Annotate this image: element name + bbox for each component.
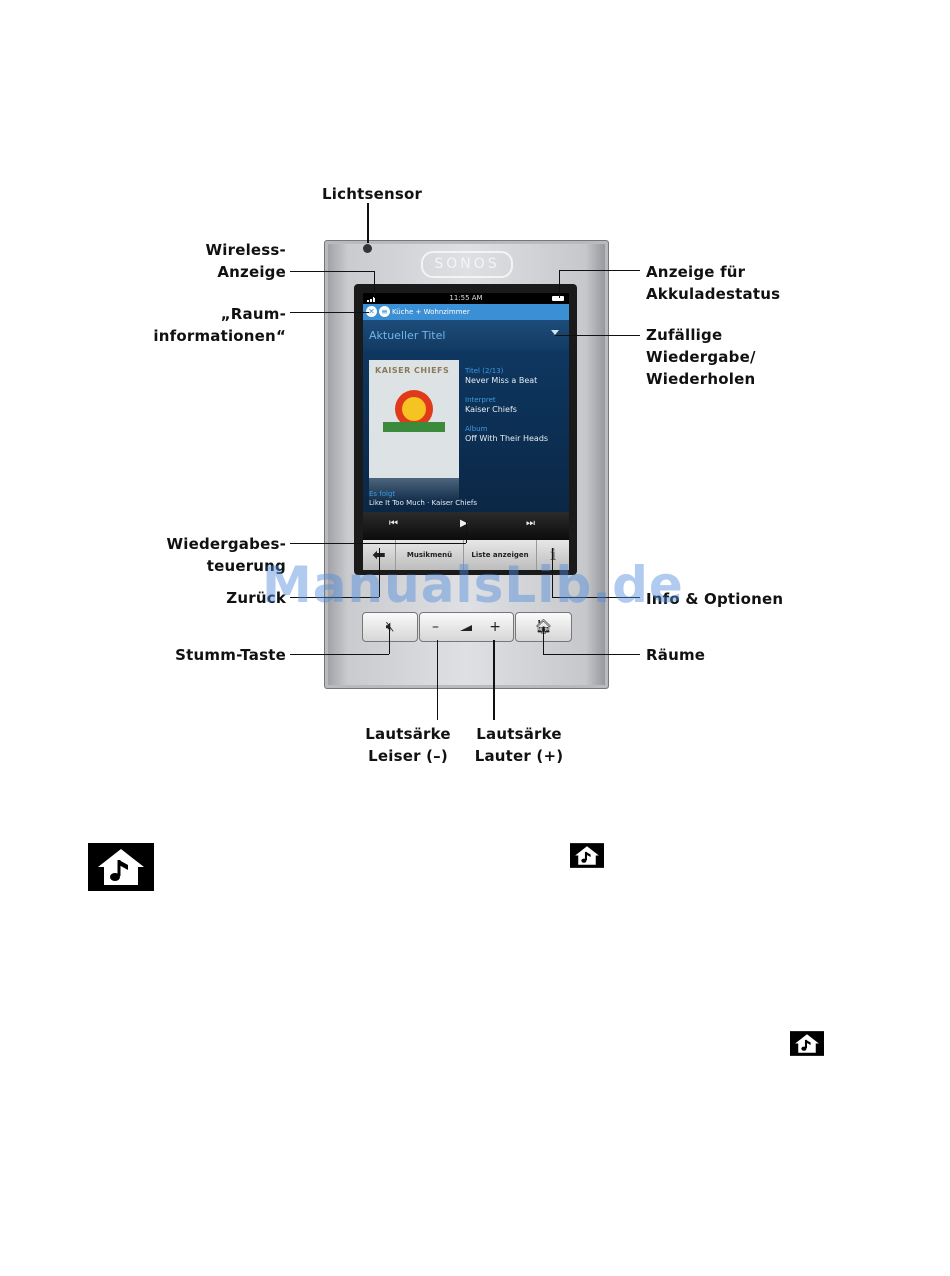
label-wiedergabe: Wiedergabes- teuerung bbox=[160, 533, 286, 577]
room-bar[interactable]: ✕ ≡ Küche + Wohnzimmer bbox=[363, 304, 569, 320]
album-art: KAISER CHIEFS bbox=[369, 360, 459, 478]
line-akku-h bbox=[560, 270, 640, 271]
label-wiedergabe-line1: Wiedergabes- bbox=[166, 535, 286, 553]
line-raeume-v bbox=[543, 628, 544, 654]
label-wireless-line2: Anzeige bbox=[217, 263, 286, 281]
line-wireless-h bbox=[290, 271, 374, 272]
room-icon-1: ✕ bbox=[366, 306, 377, 317]
track-label: Titel (2/13) bbox=[465, 367, 504, 375]
volume-plus[interactable]: + bbox=[489, 619, 501, 635]
label-leiser: Lautsärke Leiser (–) bbox=[358, 723, 458, 767]
line-wiedergabe-h bbox=[290, 543, 466, 544]
label-zufall-line2: Wiedergabe/ bbox=[646, 348, 756, 366]
prev-icon[interactable]: ⏮ bbox=[389, 518, 398, 529]
light-sensor bbox=[363, 244, 372, 253]
label-leiser-line1: Lautsärke bbox=[365, 725, 451, 743]
label-raum-line2: informationen“ bbox=[153, 327, 286, 345]
now-playing-content: KAISER CHIEFS Titel (2/13) Never Miss a … bbox=[363, 350, 569, 512]
album-art-emblem-inner bbox=[402, 397, 426, 421]
now-playing-title: Aktueller Titel bbox=[369, 329, 446, 342]
dropdown-icon[interactable] bbox=[551, 330, 559, 335]
battery-icon bbox=[552, 296, 564, 301]
album-label: Album bbox=[465, 425, 488, 433]
screen: 11:55 AM ✕ ≡ Küche + Wohnzimmer Aktuelle… bbox=[363, 293, 569, 570]
line-lichtsensor bbox=[367, 203, 369, 243]
nav-list-button[interactable]: Liste anzeigen bbox=[464, 540, 537, 570]
label-zufall: Zufällige Wiedergabe/ Wiederholen bbox=[646, 324, 756, 390]
artist-label: Interpret bbox=[465, 396, 496, 404]
artist-value: Kaiser Chiefs bbox=[465, 405, 517, 414]
volume-icon bbox=[460, 625, 472, 631]
line-stumm-v bbox=[389, 628, 390, 654]
line-zurueck-v bbox=[379, 548, 380, 597]
label-zurueck: Zurück bbox=[226, 589, 286, 607]
line-akku-v bbox=[559, 270, 560, 298]
watermark: ManualsLib.de bbox=[262, 556, 684, 614]
label-info: Info & Optionen bbox=[646, 590, 784, 608]
line-info-v bbox=[552, 548, 553, 597]
mute-icon: 🔇︎ bbox=[385, 619, 395, 635]
line-raeume-h bbox=[543, 654, 640, 655]
label-lauter-line2: Lauter (+) bbox=[474, 747, 564, 765]
play-icon[interactable]: ▶ bbox=[460, 518, 468, 529]
sonos-logo: SONOS bbox=[421, 251, 513, 278]
label-lauter-line1: Lautsärke bbox=[476, 725, 562, 743]
album-art-banner bbox=[383, 422, 445, 432]
wireless-signal-icon bbox=[367, 296, 377, 302]
label-wireless-line1: Wireless- bbox=[205, 241, 286, 259]
status-time: 11:55 AM bbox=[449, 294, 483, 302]
label-zufall-line1: Zufällige bbox=[646, 326, 723, 344]
label-raum-line1: „Raum- bbox=[220, 305, 286, 323]
label-stumm: Stumm-Taste bbox=[175, 646, 286, 664]
label-raum: „Raum- informationen“ bbox=[150, 303, 286, 347]
room-text: Küche + Wohnzimmer bbox=[392, 308, 470, 316]
label-akku: Anzeige für Akkuladestatus bbox=[646, 261, 780, 305]
line-raum bbox=[290, 312, 369, 313]
mute-button[interactable]: 🔇︎ bbox=[362, 612, 418, 642]
volume-minus[interactable]: – bbox=[432, 619, 439, 635]
line-wiedergabe-v bbox=[466, 521, 467, 543]
next-value: Like It Too Much · Kaiser Chiefs bbox=[369, 499, 477, 507]
label-leiser-line2: Leiser (–) bbox=[368, 747, 448, 765]
label-wiedergabe-line2: teuerung bbox=[206, 557, 286, 575]
house-music-icon: 🏠︎ bbox=[534, 619, 553, 635]
volume-rocker[interactable]: – + bbox=[419, 612, 514, 642]
line-stumm-h bbox=[290, 654, 389, 655]
line-info-h bbox=[552, 597, 640, 598]
status-bar: 11:55 AM bbox=[363, 293, 569, 304]
label-akku-line1: Anzeige für bbox=[646, 263, 746, 281]
line-zurueck-h bbox=[290, 597, 379, 598]
room-icon-2: ≡ bbox=[379, 306, 390, 317]
album-art-text: KAISER CHIEFS bbox=[375, 366, 450, 375]
label-wireless: Wireless- Anzeige bbox=[180, 239, 286, 283]
nav-music-button[interactable]: Musikmenü bbox=[396, 540, 464, 570]
house-music-icon-small-1 bbox=[570, 843, 604, 868]
line-wireless-v bbox=[374, 271, 375, 298]
track-value: Never Miss a Beat bbox=[465, 376, 538, 385]
now-playing-bar[interactable]: Aktueller Titel bbox=[363, 320, 569, 350]
line-lauter bbox=[493, 640, 495, 720]
label-lauter: Lautsärke Lauter (+) bbox=[469, 723, 569, 767]
album-art-reflection bbox=[369, 478, 459, 504]
bottom-nav: ⬅ Musikmenü Liste anzeigen i bbox=[363, 540, 569, 570]
next-icon[interactable]: ⏭ bbox=[526, 518, 535, 529]
line-zufall bbox=[555, 335, 640, 336]
house-music-icon-large bbox=[88, 843, 154, 891]
label-raeume: Räume bbox=[646, 646, 706, 664]
label-lichtsensor: Lichtsensor bbox=[322, 185, 423, 203]
album-value: Off With Their Heads bbox=[465, 434, 549, 443]
line-leiser bbox=[437, 640, 438, 720]
house-music-icon-small-2 bbox=[790, 1031, 824, 1056]
label-zufall-line3: Wiederholen bbox=[646, 370, 756, 388]
next-label: Es folgt bbox=[369, 490, 396, 498]
label-akku-line2: Akkuladestatus bbox=[646, 285, 781, 303]
